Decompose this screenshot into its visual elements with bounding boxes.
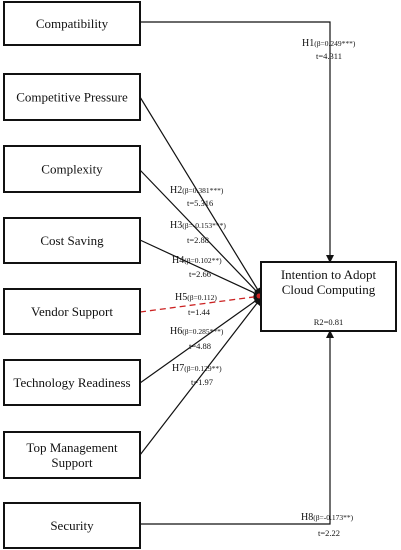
construct-box — [3, 288, 141, 335]
construct-box — [3, 145, 141, 193]
hypothesis-t-value-h5: t=1.44 — [188, 307, 211, 317]
hypothesis-id: H8 — [301, 512, 313, 523]
hypothesis-t-value-h8: t=2.22 — [318, 528, 340, 538]
path-h6-arrow — [139, 296, 262, 384]
construct-label: Vendor Support — [31, 304, 113, 319]
construct-box — [3, 1, 141, 46]
construct-label: Security — [50, 518, 94, 533]
hypothesis-label-h2: H2(β=0.381***) — [170, 185, 224, 196]
construct-box — [3, 359, 141, 406]
hypothesis-label-h1: H1(β=0.249***) — [302, 38, 356, 49]
path-h3-arrow — [139, 169, 262, 297]
hypothesis-beta: (β=0.129**) — [184, 364, 222, 373]
hypothesis-id: H2 — [170, 185, 182, 196]
path-h7-arrow — [139, 297, 262, 456]
hypothesis-t-value-h7: t=1.97 — [191, 377, 213, 387]
hypothesis-label-h5: H5(β=0.112) — [175, 292, 217, 303]
hypothesis-beta: (β=0.249***) — [314, 39, 356, 48]
hypothesis-t-value-h4: t=2.66 — [189, 269, 211, 279]
path-h4-arrow — [139, 239, 262, 297]
construct-compatibility: Compatibility — [3, 1, 141, 46]
construct-label: Top Management — [26, 440, 118, 455]
path-h2-arrow — [139, 96, 262, 296]
construct-vendor-support: Vendor Support — [3, 288, 141, 335]
construct-technology-readiness: Technology Readiness — [3, 359, 141, 406]
hypothesis-t-value-h6: t=4.88 — [189, 341, 211, 351]
hypothesis-id: H6 — [170, 326, 182, 337]
construct-box — [3, 431, 141, 479]
hypothesis-beta: (β=-0.153***) — [182, 221, 226, 230]
construct-label: Support — [51, 455, 93, 470]
hypothesis-beta: (β=0.381***) — [182, 186, 224, 195]
path-h5-dashed-arrow — [139, 292, 262, 313]
construct-label: Cost Saving — [40, 233, 104, 248]
construct-competitive-pressure: Competitive Pressure — [3, 73, 141, 121]
hypothesis-t-value-h1: t=4.311 — [316, 51, 342, 61]
hypothesis-id: H7 — [172, 363, 184, 374]
construct-label: Competitive Pressure — [16, 90, 128, 105]
hypothesis-id: H4 — [172, 255, 184, 266]
hypothesis-beta: (β=-0.173**) — [313, 513, 353, 522]
hypothesis-id: H5 — [175, 292, 187, 303]
construct-box — [3, 217, 141, 264]
hypothesis-label-h4: H4(β=0.102**) — [172, 255, 222, 266]
construct-label: Compatibility — [36, 16, 109, 31]
hypothesis-label-h8: H8(β=-0.173**) — [301, 512, 354, 523]
construct-label: Complexity — [41, 162, 103, 177]
target-label: Intention to Adopt — [281, 267, 377, 282]
hypothesis-label-h7: H7(β=0.129**) — [172, 363, 222, 374]
hypothesis-label-h3: H3(β=-0.153***) — [170, 220, 226, 231]
hypothesis-id: H3 — [170, 220, 182, 231]
path-h1-arrow — [140, 21, 334, 263]
r-squared-label: R2=0.81 — [314, 317, 344, 327]
hypothesis-label-h6: H6(β=0.285***) — [170, 326, 224, 337]
construct-complexity: Complexity — [3, 145, 141, 193]
construct-label: Technology Readiness — [13, 375, 130, 390]
hypothesis-beta: (β=0.285***) — [182, 327, 224, 336]
hypothesis-id: H1 — [302, 38, 314, 49]
construct-security: Security — [3, 502, 141, 549]
hypothesis-beta: (β=0.112) — [187, 293, 217, 302]
target-label: Cloud Computing — [282, 282, 376, 297]
hypothesis-t-value-h2: t=5.316 — [187, 198, 213, 208]
hypothesis-t-value-h3: t=2.88 — [187, 235, 209, 245]
construct-box — [3, 502, 141, 549]
construct-cost-saving: Cost Saving — [3, 217, 141, 264]
hypothesis-beta: (β=0.102**) — [184, 256, 222, 265]
construct-box — [3, 73, 141, 121]
target-box — [260, 261, 397, 332]
path-h8-arrow — [140, 330, 334, 525]
